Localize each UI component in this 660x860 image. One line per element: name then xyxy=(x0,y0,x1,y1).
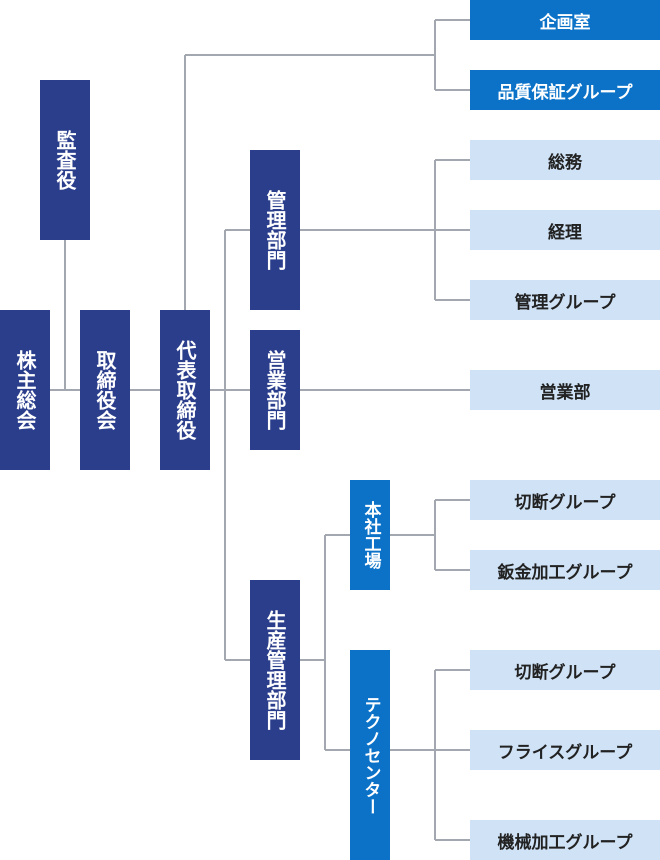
accounting-box: 経理 xyxy=(470,210,660,250)
admin-dept-box: 管理部門 xyxy=(250,150,300,310)
shareholders-meeting-label: 株主総会 xyxy=(13,350,37,430)
planning-office-label: 企画室 xyxy=(539,12,591,33)
sheet-metal-group-label: 鈑金加工グループ xyxy=(497,562,633,583)
board-box: 取締役会 xyxy=(80,310,130,470)
general-affairs-label: 総務 xyxy=(548,152,582,173)
machining-group-box: 機械加工グループ xyxy=(470,820,660,860)
sales-division-label: 営業部 xyxy=(539,382,591,403)
sales-dept-label: 営業部門 xyxy=(263,350,287,430)
auditor-label: 監査役 xyxy=(53,130,77,190)
sales-division-box: 営業部 xyxy=(470,370,660,410)
admin-dept-label: 管理部門 xyxy=(263,190,287,270)
techno-center-box: テクノセンター xyxy=(350,650,390,860)
shareholders-meeting-box: 株主総会 xyxy=(0,310,50,470)
main-factory-label: 本社工場 xyxy=(360,501,381,569)
planning-office-box: 企画室 xyxy=(470,0,660,40)
sheet-metal-group-box: 鈑金加工グループ xyxy=(470,550,660,590)
milling-group-box: フライスグループ xyxy=(470,730,660,770)
quality-assurance-box: 品質保証グループ xyxy=(470,70,660,110)
auditor-box: 監査役 xyxy=(40,80,90,240)
main-factory-cutting-group-box: 切断グループ xyxy=(470,480,660,520)
main-factory-cutting-group-label: 切断グループ xyxy=(514,492,616,513)
machining-group-label: 機械加工グループ xyxy=(497,832,633,853)
techno-center-label: テクノセンター xyxy=(360,695,381,815)
milling-group-label: フライスグループ xyxy=(497,742,633,763)
quality-assurance-label: 品質保証グループ xyxy=(497,82,633,103)
management-group-box: 管理グループ xyxy=(470,280,660,320)
management-group-label: 管理グループ xyxy=(514,292,616,313)
techno-cutting-group-label: 切断グループ xyxy=(514,662,616,683)
production-dept-label: 生産管理部門 xyxy=(263,610,287,730)
accounting-label: 経理 xyxy=(548,222,582,243)
board-label: 取締役会 xyxy=(93,350,117,430)
ceo-box: 代表取締役 xyxy=(160,310,210,470)
main-factory-box: 本社工場 xyxy=(350,480,390,590)
techno-cutting-group-box: 切断グループ xyxy=(470,650,660,690)
sales-dept-box: 営業部門 xyxy=(250,330,300,450)
ceo-label: 代表取締役 xyxy=(173,340,197,440)
general-affairs-box: 総務 xyxy=(470,140,660,180)
production-dept-box: 生産管理部門 xyxy=(250,580,300,760)
